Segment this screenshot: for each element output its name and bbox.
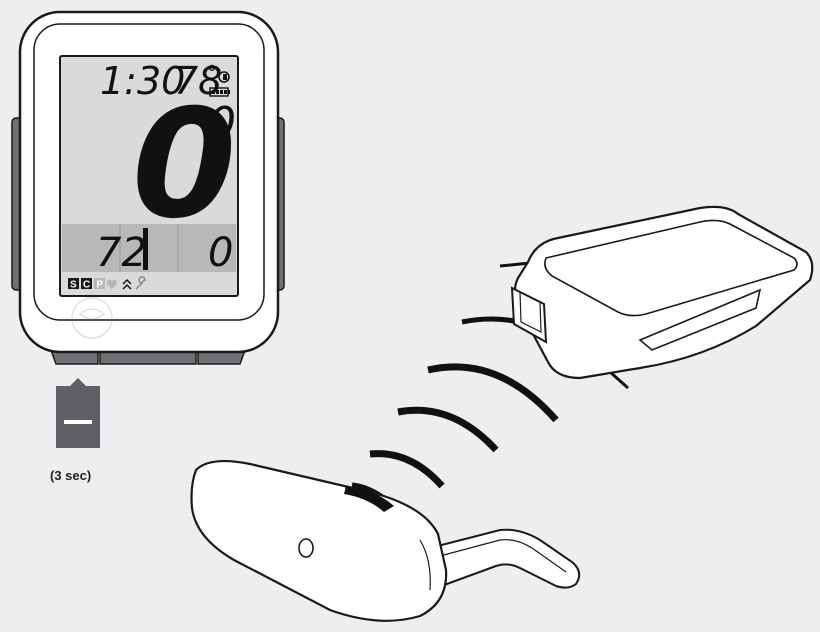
mode-icon-s-box bbox=[68, 278, 79, 289]
mode-icon-p-box bbox=[94, 278, 105, 289]
bike-computer: 1:30 78 ° 0 0 72 0 S C P bbox=[11, 10, 285, 365]
button-press-hint: (3 sec) bbox=[50, 378, 100, 483]
hold-duration-label: (3 sec) bbox=[50, 468, 91, 483]
heart-icon bbox=[107, 279, 117, 289]
mode-icon-c-box bbox=[81, 278, 92, 289]
mode-icons-row: S C P bbox=[68, 276, 146, 291]
sensor-unit bbox=[499, 205, 814, 390]
sensor-top-face bbox=[544, 219, 798, 317]
bottom-divider-bar bbox=[143, 228, 148, 270]
lcd-bottom-band bbox=[62, 224, 236, 272]
sensor-side-recess bbox=[638, 288, 762, 351]
mode-icon-s: S bbox=[70, 280, 77, 291]
chevron-up-icon bbox=[122, 279, 132, 290]
auto-mode-icon bbox=[218, 71, 230, 83]
mount-magnet-band bbox=[344, 486, 394, 512]
mode-icon-c: C bbox=[83, 280, 90, 291]
mode-icon-p: P bbox=[97, 280, 104, 291]
main-sup-readout: 0 bbox=[208, 98, 236, 149]
signal-arc-2 bbox=[369, 450, 445, 489]
sensor-mount bbox=[190, 459, 581, 622]
bottom-left-readout: 72 bbox=[96, 230, 147, 276]
signal-arc-4 bbox=[427, 363, 559, 423]
bottom-right-readout: 0 bbox=[208, 230, 233, 276]
degree-symbol: ° bbox=[207, 61, 217, 85]
mount-hole bbox=[298, 538, 314, 558]
mount-body bbox=[190, 459, 448, 622]
mount-arm bbox=[428, 528, 581, 590]
button-hint-tab bbox=[56, 378, 100, 448]
signal-arc-3 bbox=[397, 406, 499, 453]
logo-emblem bbox=[71, 297, 113, 339]
minus-icon bbox=[64, 420, 92, 424]
main-value-readout: 0 bbox=[132, 78, 236, 252]
time-readout: 1:30 bbox=[100, 59, 185, 103]
wrench-icon bbox=[135, 276, 146, 290]
battery-icon bbox=[209, 87, 230, 97]
